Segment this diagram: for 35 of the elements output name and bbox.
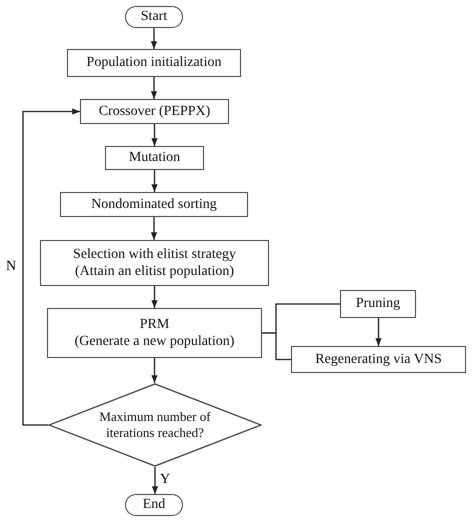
process-box — [105, 146, 204, 170]
arrow — [22, 108, 80, 426]
node-text: PRM — [140, 316, 170, 333]
node-text: (Generate a new population) — [74, 333, 234, 350]
process-box — [47, 308, 262, 358]
process-box — [67, 49, 241, 77]
node-text: Population initialization — [86, 54, 222, 72]
arrow — [150, 28, 158, 49]
arrow — [151, 286, 158, 308]
arrow — [150, 217, 158, 240]
process-box — [80, 99, 229, 124]
terminal-box — [125, 6, 183, 28]
node-text: Nondominated sorting — [91, 196, 217, 214]
node-text: Pruning — [356, 295, 400, 313]
node-text: Maximum number of iterations reached? — [98, 408, 212, 442]
connector-line — [262, 332, 291, 360]
terminal-box — [125, 494, 183, 516]
arrow — [152, 467, 158, 494]
decision-diamond — [48, 383, 262, 467]
arrow — [150, 77, 158, 99]
node-text: Selection with elitist strategy — [73, 246, 236, 263]
node-text: Regenerating via VNS — [315, 350, 442, 368]
node-text: Start — [140, 8, 168, 26]
process-box — [40, 240, 269, 286]
node-text: End — [142, 496, 166, 514]
node-text: (Attain an elitist population) — [74, 263, 234, 280]
arrow — [151, 358, 158, 383]
process-box — [340, 290, 416, 318]
arrow — [375, 318, 382, 346]
node-text: Crossover (PEPPX) — [98, 102, 210, 120]
node-text: Mutation — [128, 149, 180, 167]
arrow — [151, 124, 158, 146]
process-box — [291, 346, 466, 373]
process-box — [60, 192, 248, 217]
arrow — [151, 170, 158, 192]
